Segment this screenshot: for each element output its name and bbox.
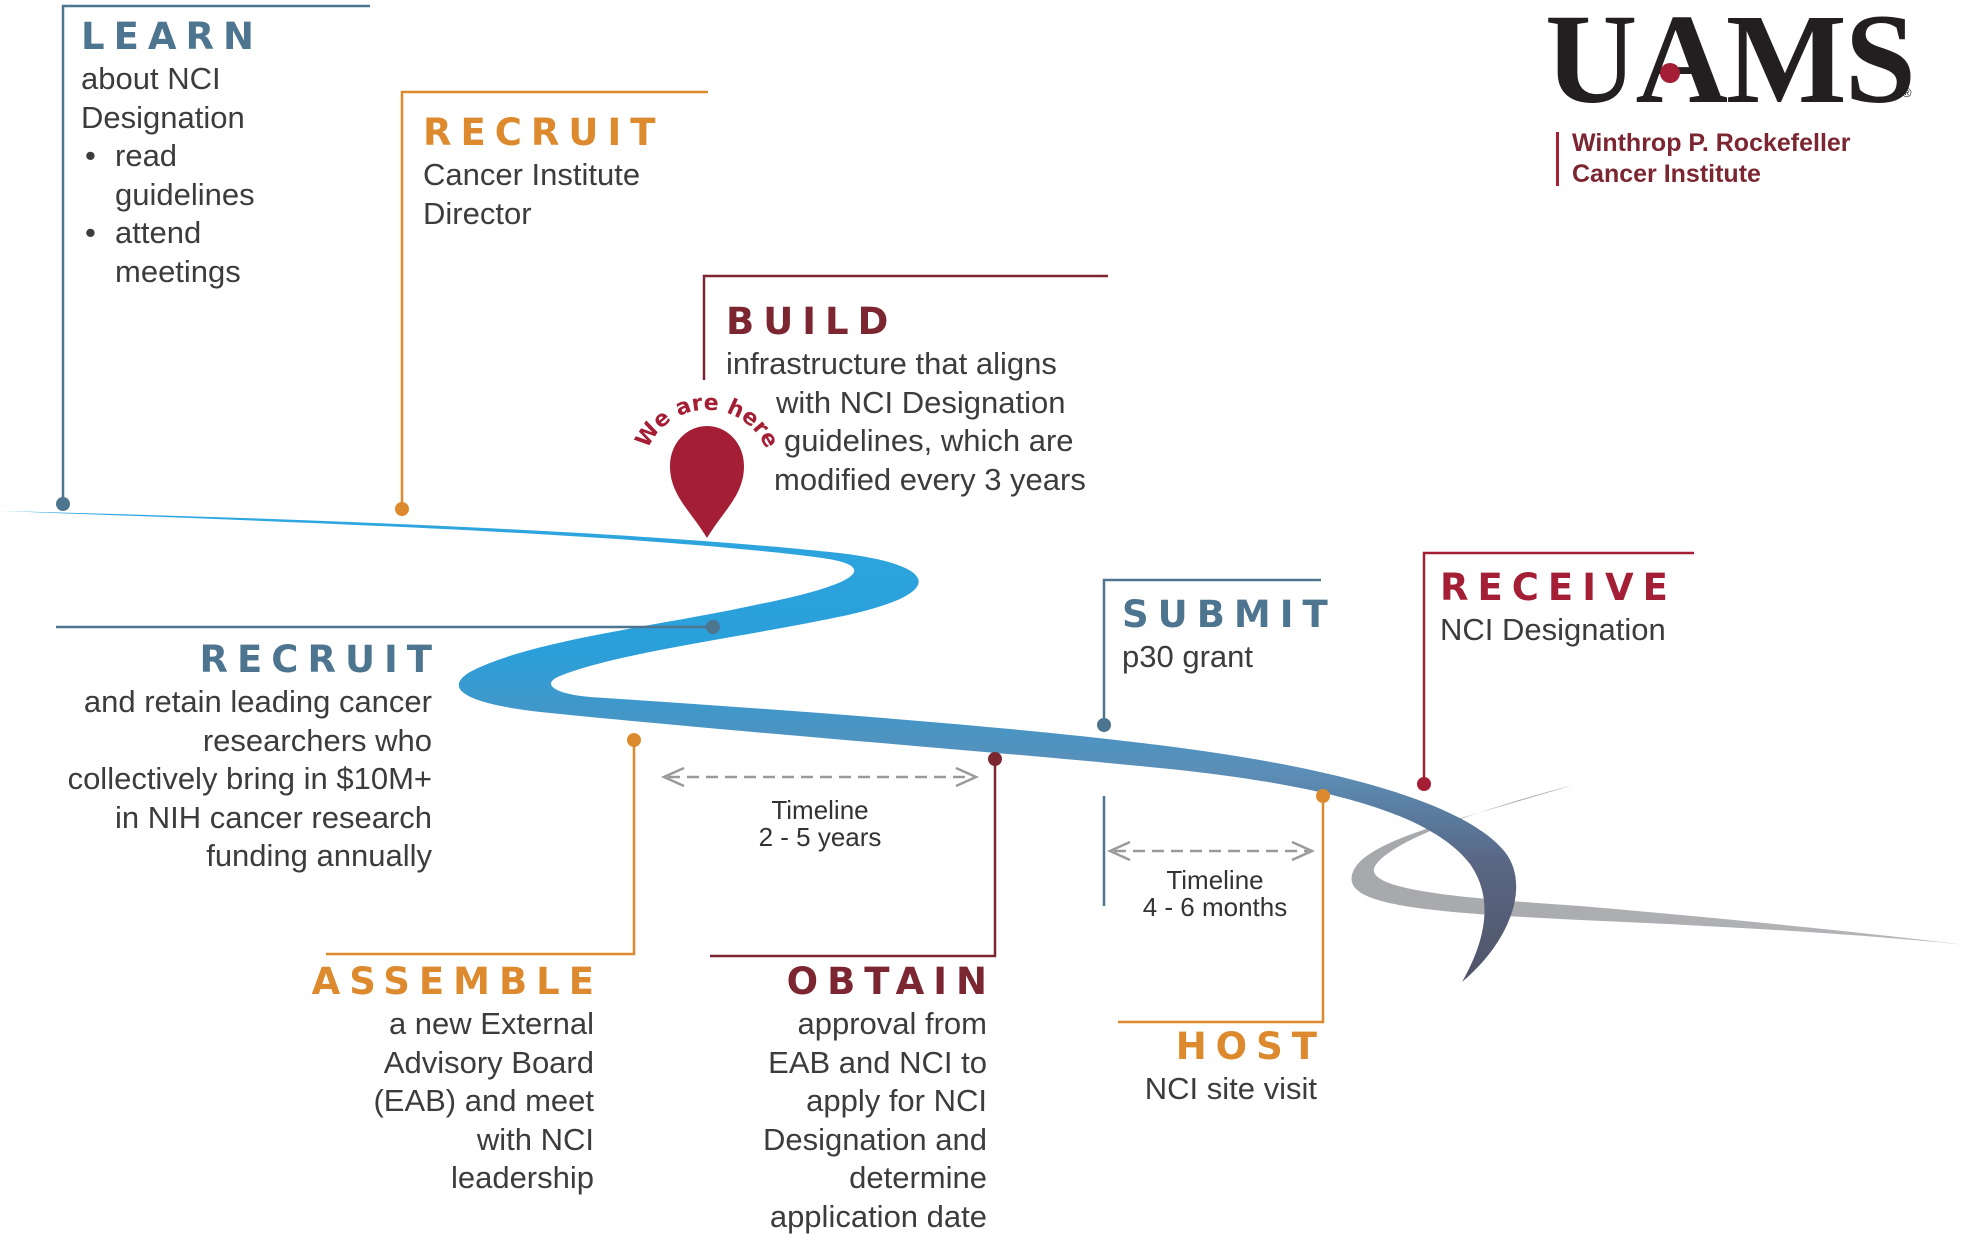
step-line: NCI site visit <box>1144 1071 1317 1106</box>
step-line: determine <box>849 1160 987 1195</box>
timeline-arrow-months <box>1106 840 1316 862</box>
step-line: leadership <box>450 1160 594 1195</box>
step-line: collectively bring in $10M+ <box>67 761 432 796</box>
logo-dot-icon <box>1660 63 1680 83</box>
step-recruit-director-body: Cancer Institute Director <box>423 156 664 233</box>
step-learn-line: about NCI <box>81 61 221 96</box>
step-line: and retain leading cancer <box>83 684 432 719</box>
logo-subtitle: Winthrop P. Rockefeller Cancer Institute <box>1572 128 1851 190</box>
step-receive: RECEIVE NCI Designation <box>1440 565 1677 650</box>
step-assemble-body: a new External Advisory Board (EAB) and … <box>300 1005 594 1198</box>
leader-obtain <box>710 760 997 958</box>
step-recruit-researchers: RECRUIT and retain leading cancer resear… <box>0 637 432 876</box>
step-line: guidelines, which are <box>784 423 1074 458</box>
timeline-months: Timeline 4 - 6 months <box>1110 867 1320 921</box>
leader-lines <box>56 4 1694 1024</box>
location-pin-icon <box>670 426 744 538</box>
dot-receive <box>1417 777 1431 791</box>
bullet-item: attend meetings <box>81 214 321 291</box>
step-build: BUILD infrastructure that aligns with NC… <box>726 299 1086 499</box>
step-line: Cancer Institute <box>423 157 641 192</box>
step-host-body: NCI site visit <box>1100 1070 1317 1109</box>
leader-assemble <box>326 739 636 956</box>
step-learn-line: Designation <box>81 99 245 135</box>
leader-host <box>1118 797 1325 1024</box>
timeline-value: 4 - 6 months <box>1142 892 1288 922</box>
step-line: approval from <box>797 1006 987 1041</box>
step-line: p30 grant <box>1122 639 1253 674</box>
leader-learn <box>61 4 370 503</box>
dot-host <box>1316 789 1330 803</box>
step-line: infrastructure that aligns <box>726 346 1057 381</box>
step-line: with NCI Designation <box>776 384 1066 420</box>
step-line: funding annually <box>206 838 432 873</box>
step-learn: LEARN about NCI Designation read guideli… <box>81 14 321 291</box>
step-recruit-researchers-body: and retain leading cancer researchers wh… <box>0 683 432 876</box>
timeline-value: 2 - 5 years <box>758 822 882 852</box>
dot-submit <box>1097 718 1111 732</box>
step-receive-title: RECEIVE <box>1440 566 1677 609</box>
step-line: Advisory Board <box>383 1044 594 1080</box>
leader-build <box>702 274 1108 380</box>
dot-recruit-researchers <box>706 620 720 634</box>
step-recruit-director: RECRUIT Cancer Institute Director <box>423 110 664 233</box>
step-learn-title: LEARN <box>81 15 263 58</box>
step-obtain: OBTAIN approval from EAB and NCI to appl… <box>700 959 987 1236</box>
step-line: modified every 3 years <box>774 461 1086 497</box>
step-line: a new External <box>388 1006 594 1041</box>
logo-wordmark: UAMS <box>1545 0 1916 130</box>
dot-assemble <box>627 733 641 747</box>
step-submit-title: SUBMIT <box>1122 593 1337 636</box>
step-line: Designation and <box>762 1121 987 1157</box>
step-obtain-body: approval from EAB and NCI to apply for N… <box>700 1005 987 1236</box>
step-build-body: infrastructure that aligns with NCI Desi… <box>726 345 1086 499</box>
road-past-segment <box>1351 785 1966 945</box>
dot-obtain <box>988 752 1002 766</box>
step-line: in NIH cancer research <box>114 799 432 835</box>
timeline-arrow-years <box>660 766 980 788</box>
dot-learn <box>56 497 70 511</box>
step-line: NCI Designation <box>1440 612 1666 647</box>
road-main-segment <box>0 511 1517 982</box>
leader-recruit-director <box>400 90 708 508</box>
step-line: apply for NCI <box>806 1083 987 1118</box>
step-host: HOST NCI site visit <box>1100 1024 1317 1109</box>
step-line: with NCI <box>476 1121 594 1157</box>
step-line: (EAB) and meet <box>373 1083 594 1118</box>
step-line: EAB and NCI to <box>768 1044 987 1080</box>
step-receive-body: NCI Designation <box>1440 611 1677 650</box>
logo-subtitle-line: Winthrop P. Rockefeller <box>1572 129 1851 157</box>
timeline-label: Timeline <box>1166 865 1264 895</box>
logo-divider <box>1556 132 1559 186</box>
step-submit: SUBMIT p30 grant <box>1122 592 1337 677</box>
step-host-title: HOST <box>1175 1025 1326 1068</box>
step-obtain-title: OBTAIN <box>786 960 996 1003</box>
step-assemble-title: ASSEMBLE <box>311 960 603 1003</box>
step-learn-body: about NCI Designation read guidelines at… <box>81 60 321 291</box>
timeline-years: Timeline 2 - 5 years <box>720 797 920 851</box>
step-build-title: BUILD <box>726 300 898 343</box>
step-learn-bullets: read guidelines attend meetings <box>81 137 321 291</box>
logo-registered-mark: ® <box>1902 85 1912 100</box>
step-recruit-researchers-title: RECRUIT <box>199 638 441 681</box>
timeline-label: Timeline <box>771 795 869 825</box>
bullet-item: read guidelines <box>81 137 321 214</box>
step-line: Director <box>423 195 532 231</box>
road-dots <box>56 497 1431 803</box>
step-submit-body: p30 grant <box>1122 638 1337 677</box>
step-recruit-director-title: RECRUIT <box>423 111 665 154</box>
step-line: researchers who <box>202 722 432 758</box>
logo-subtitle-line: Cancer Institute <box>1572 160 1761 188</box>
leader-receive <box>1422 551 1694 783</box>
leader-submit <box>1102 578 1321 724</box>
step-assemble: ASSEMBLE a new External Advisory Board (… <box>300 959 594 1198</box>
step-line: application date <box>769 1198 987 1234</box>
dot-recruit-director <box>395 502 409 516</box>
